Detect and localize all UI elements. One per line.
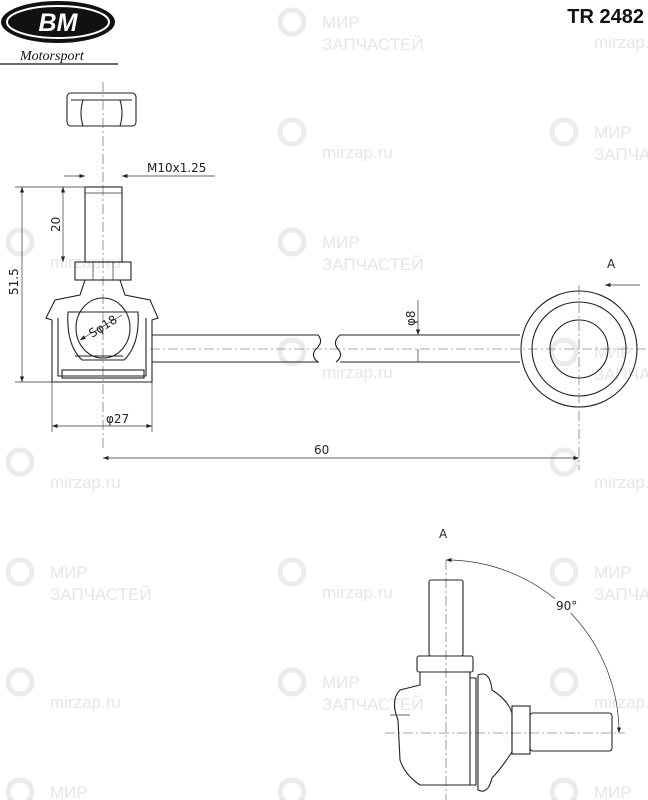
watermark-icon: [5, 227, 35, 257]
watermark-text: mirzap.ru: [322, 583, 393, 602]
watermark-icon: [277, 7, 307, 37]
watermark-text: МИР: [322, 233, 360, 252]
watermark-icon: [549, 557, 579, 587]
watermark-text: ЗАПЧАСТЕЙ: [322, 695, 424, 714]
angle-label: 90°: [556, 599, 577, 613]
watermark-text: МИР: [322, 673, 360, 692]
watermark-text: МИР: [594, 563, 632, 582]
dimension-lines: [15, 173, 640, 461]
watermark-text: МИР: [594, 343, 632, 362]
bm-logo: BM Motorsport: [0, 1, 118, 65]
watermark-text: mirzap.ru: [594, 693, 648, 712]
view-a-label: A: [439, 527, 448, 541]
length-label: 60: [314, 443, 329, 457]
watermark-text: ЗАПЧАСТЕЙ: [594, 365, 648, 384]
watermark-icon: [549, 447, 579, 477]
watermark-text: ЗАПЧАСТЕЙ: [322, 255, 424, 274]
housing-dia-label: φ27: [106, 412, 129, 426]
watermark-text: МИР: [50, 563, 88, 582]
watermark-icon: [549, 777, 579, 800]
side-view-a: [385, 557, 625, 800]
stud-length-label: 20: [49, 217, 63, 232]
watermark-icon: [549, 337, 579, 367]
watermark-text: mirzap.ru: [50, 473, 121, 492]
logo-sub: Motorsport: [19, 49, 85, 64]
watermark-text: ЗАПЧАСТЕЙ: [594, 145, 648, 164]
watermark-text: mirzap.ru: [50, 693, 121, 712]
watermark-text: mirzap.ru: [322, 363, 393, 382]
watermark-icon: [549, 117, 579, 147]
watermark-icon: [5, 447, 35, 477]
watermark-icon: [5, 777, 35, 800]
watermark-text: ЗАПЧАСТЕЙ: [594, 585, 648, 604]
watermark-text: mirzap.ru: [322, 143, 393, 162]
watermark-icon: [277, 557, 307, 587]
watermark-icon: [277, 227, 307, 257]
height-label: 51.5: [7, 268, 21, 295]
watermark-text: МИР: [322, 13, 360, 32]
watermark-layer: МИРЗАПЧАСТЕЙmirzap.rumirzap.ruМИРЗАПЧАСТ…: [5, 7, 648, 800]
view-arrow-label: A: [607, 257, 616, 271]
watermark-icon: [549, 667, 579, 697]
watermark-icon: [277, 667, 307, 697]
nut-drawing: [66, 82, 137, 186]
watermark-text: mirzap.ru: [594, 473, 648, 492]
watermark-text: МИР: [594, 783, 632, 800]
logo-brand: BM: [39, 9, 79, 37]
watermark-icon: [5, 667, 35, 697]
rod-dia-label: φ8: [404, 310, 418, 326]
watermark-text: mirzap.ru: [594, 33, 648, 52]
watermark-text: МИР: [50, 783, 88, 800]
thread-label: M10x1.25: [147, 161, 206, 175]
watermark-text: ЗАПЧАСТЕЙ: [322, 35, 424, 54]
watermark-icon: [277, 777, 307, 800]
watermark-text: ЗАПЧАСТЕЙ: [50, 585, 152, 604]
part-number: TR 2482: [567, 6, 644, 28]
watermark-text: МИР: [594, 123, 632, 142]
main-view: [45, 186, 648, 470]
watermark-icon: [277, 337, 307, 367]
watermark-icon: [277, 117, 307, 147]
watermark-icon: [5, 557, 35, 587]
